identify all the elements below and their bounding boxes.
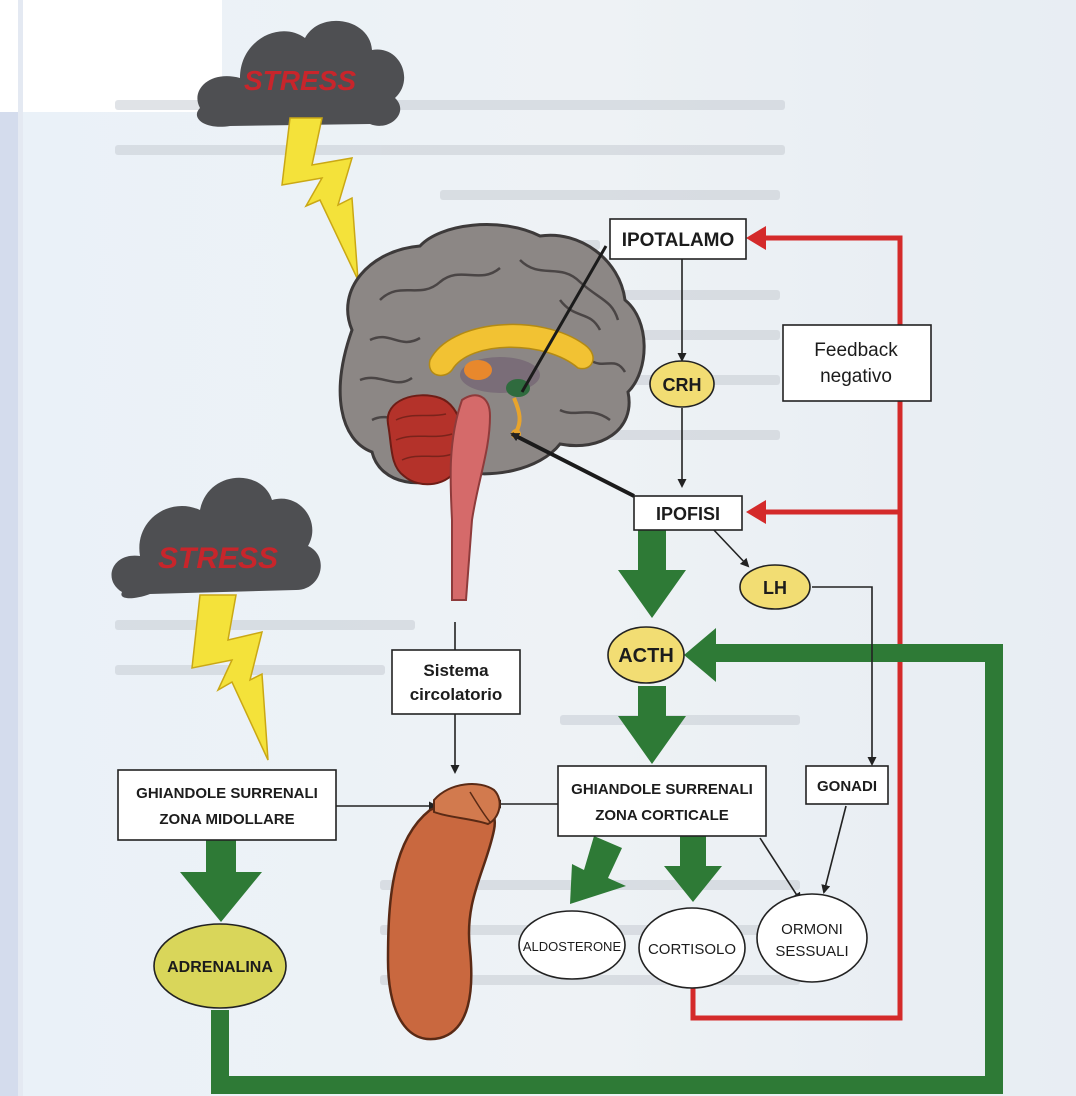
ormoni-sessuali-hormone: ORMONI SESSUALI <box>757 894 867 982</box>
midollare-label-line1: GHIANDOLE SURRENALI <box>136 785 318 802</box>
feedback-label-line2: negativo <box>820 366 892 387</box>
gonadi-box: GONADI <box>806 766 888 804</box>
feedback-label-line1: Feedback <box>814 340 898 361</box>
lh-hormone: LH <box>740 565 810 609</box>
cortisolo-label: CORTISOLO <box>648 941 736 958</box>
crh-label: CRH <box>663 375 702 395</box>
lh-label: LH <box>763 578 787 598</box>
sistema-label-line2: circolatorio <box>410 685 503 704</box>
aldosterone-label: ALDOSTERONE <box>523 939 622 954</box>
midollare-label-line2: ZONA MIDOLLARE <box>159 811 294 828</box>
top-left-white-corner <box>0 0 222 112</box>
ipotalamo-box: IPOTALAMO <box>610 219 746 259</box>
left-margin-panel <box>0 112 18 1096</box>
ormoni-label-line1: ORMONI <box>781 921 843 938</box>
stress-label-top: STRESS <box>244 65 356 96</box>
left-edge-strip <box>18 0 23 1096</box>
ipotalamo-label: IPOTALAMO <box>622 230 735 251</box>
sistema-label-line1: Sistema <box>423 661 489 680</box>
ghiandole-corticale-box: GHIANDOLE SURRENALI ZONA CORTICALE <box>558 766 766 836</box>
acth-label: ACTH <box>618 645 674 667</box>
cortisolo-hormone: CORTISOLO <box>639 908 745 988</box>
corticale-label-line2: ZONA CORTICALE <box>595 807 729 824</box>
ormoni-label-line2: SESSUALI <box>775 943 848 960</box>
acth-hormone: ACTH <box>608 627 684 683</box>
crh-hormone: CRH <box>650 361 714 407</box>
ipofisi-label: IPOFISI <box>656 504 720 524</box>
sistema-circolatorio-box: Sistema circolatorio <box>392 650 520 714</box>
ipofisi-box: IPOFISI <box>634 496 742 530</box>
aldosterone-hormone: ALDOSTERONE <box>519 911 625 979</box>
feedback-negativo-box: Feedback negativo <box>783 325 931 401</box>
corticale-label-line1: GHIANDOLE SURRENALI <box>571 781 753 798</box>
ghiandole-midollare-box: GHIANDOLE SURRENALI ZONA MIDOLLARE <box>118 770 336 840</box>
gonadi-label: GONADI <box>817 778 877 795</box>
adrenalina-label: ADRENALINA <box>167 959 273 976</box>
adrenalina-hormone: ADRENALINA <box>154 924 286 1008</box>
stress-label-bottom: STRESS <box>158 542 278 575</box>
